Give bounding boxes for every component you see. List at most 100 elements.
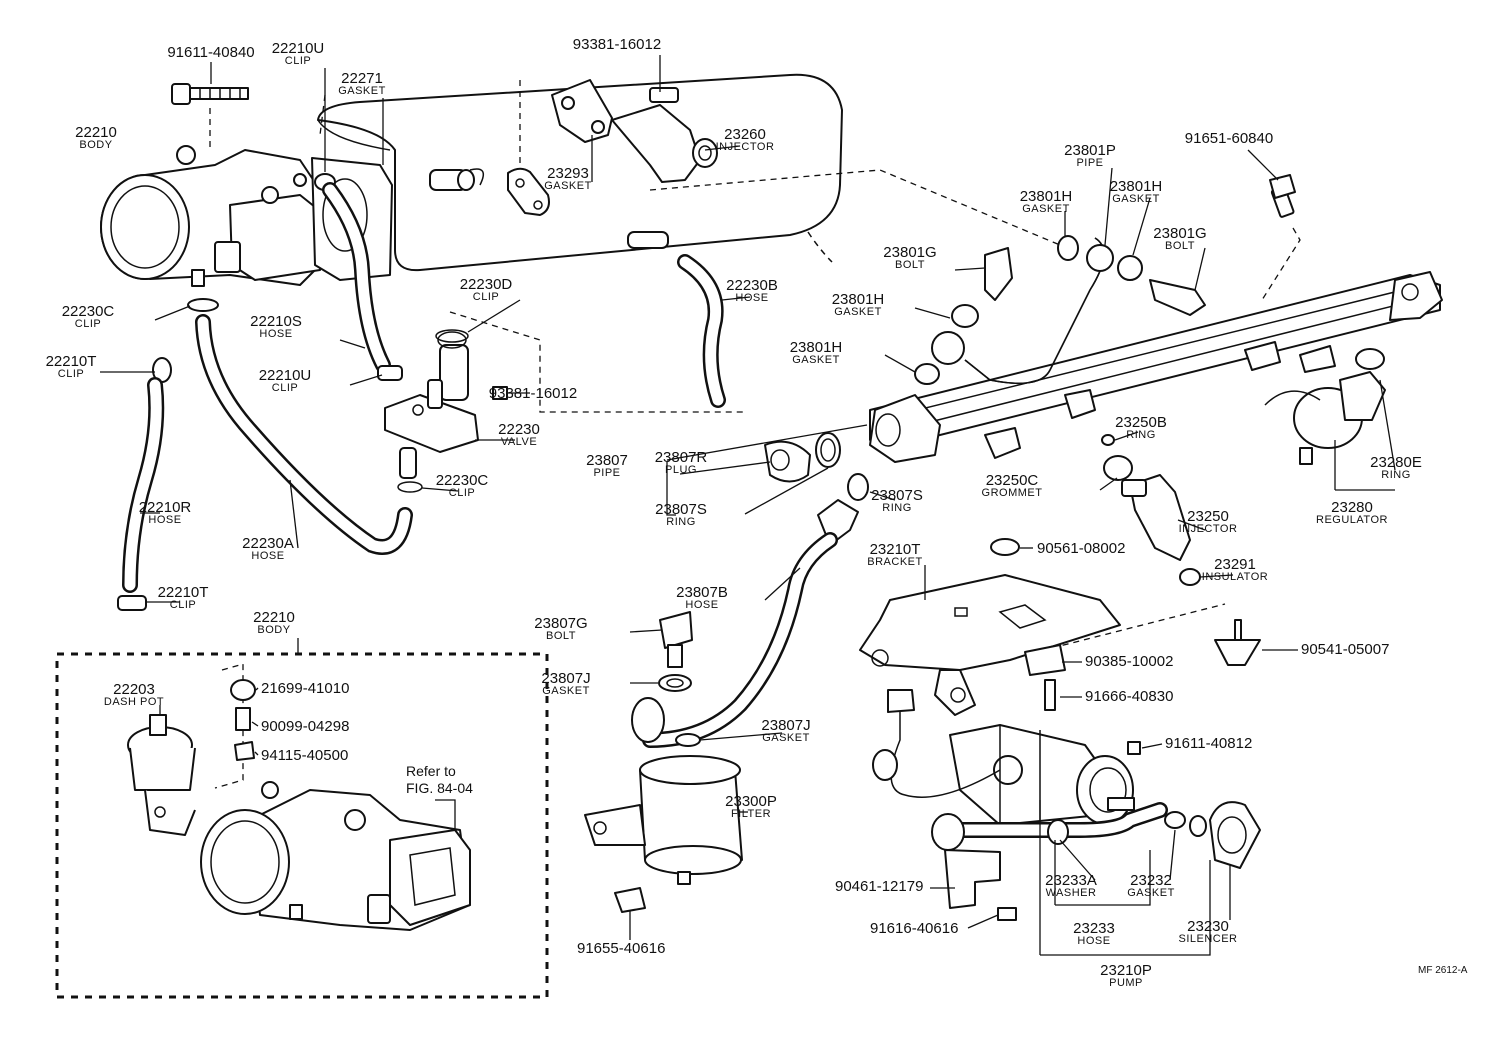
part-number: 22230A [242, 535, 294, 552]
fuel-pump [949, 724, 1135, 830]
air-valve [384, 331, 508, 479]
part-number: 23801G [883, 244, 936, 261]
part-name: CLIP [473, 291, 499, 303]
part-number: 23807S [655, 501, 707, 518]
part-number: 23230 [1187, 918, 1229, 935]
part-name: GASKET [792, 354, 840, 366]
inset-frame [55, 652, 549, 999]
part-number: 91611-40840 [167, 44, 254, 61]
part-number: 23801G [1153, 225, 1206, 242]
part-number: 23233A [1045, 872, 1097, 889]
part-number: 23807J [541, 670, 590, 687]
part-name: PIPE [593, 467, 620, 479]
fuel-injector [1101, 434, 1201, 586]
part-code-90099-04298: 90099-04298 [261, 718, 349, 735]
part-name: CLIP [75, 318, 101, 330]
part-name: RING [1126, 429, 1156, 441]
part-name: GASKET [834, 306, 882, 318]
part-number: 23807 [586, 452, 628, 469]
bolt-91611-40840 [171, 83, 249, 105]
part-name: CLIP [449, 487, 475, 499]
part-code-91666-40830: 91666-40830 [1085, 688, 1173, 705]
part-code-90461-12179: 90461-12179 [835, 878, 923, 895]
part-name: INJECTOR [1179, 523, 1238, 535]
part-name: WASHER [1046, 887, 1097, 899]
part-number: 23801H [832, 291, 885, 308]
part-number: 23300P [725, 793, 777, 810]
dash-pot [127, 714, 196, 836]
part-number: 23210T [870, 541, 921, 558]
part-number: 22230D [460, 276, 513, 293]
part-name: PLUG [665, 464, 697, 476]
part-name: HOSE [685, 599, 718, 611]
part-number: 23807B [676, 584, 728, 601]
part-name: BODY [257, 624, 290, 636]
part-number: 23232 [1130, 872, 1172, 889]
part-name: HOSE [148, 514, 181, 526]
part-name: SILENCER [1178, 933, 1237, 945]
part-number: 23801H [790, 339, 843, 356]
part-code-91655-40616: 91655-40616 [577, 940, 665, 957]
part-name: CLIP [58, 368, 84, 380]
part-number: 23250 [1187, 508, 1229, 525]
part-name: GASKET [544, 180, 592, 192]
part-number: 93381-16012 [573, 36, 661, 53]
part-name: GASKET [762, 732, 810, 744]
part-name: GASKET [1127, 887, 1175, 899]
part-number: 23807S [871, 487, 923, 504]
part-number: 23250B [1115, 414, 1167, 431]
part-number: 93381-16012 [489, 385, 577, 402]
throttle-body-top [100, 145, 326, 287]
part-name: FILTER [731, 808, 771, 820]
part-number: 22230B [726, 277, 778, 294]
part-name: VALVE [501, 436, 537, 448]
part-number: 23801H [1110, 178, 1163, 195]
part-number: 22230 [498, 421, 540, 438]
pressure-regulator [1264, 348, 1386, 465]
part-number: 22210R [139, 499, 192, 516]
fuel-filter [584, 755, 743, 885]
part-name: CLIP [285, 55, 311, 67]
part-number: 23280 [1331, 499, 1373, 516]
part-name: HOSE [1077, 935, 1110, 947]
part-number: 23807G [534, 615, 587, 632]
part-name: HOSE [259, 328, 292, 340]
part-code-91611-40812: 91611-40812 [1165, 735, 1252, 752]
part-name: BRACKET [867, 556, 922, 568]
part-name: GROMMET [982, 487, 1043, 499]
refer-note: Refer to FIG. 84-04 [406, 763, 473, 796]
part-name: HOSE [735, 292, 768, 304]
part-number: 23233 [1073, 920, 1115, 937]
part-name: CLIP [272, 382, 298, 394]
part-name: RING [1381, 469, 1411, 481]
part-code-94115-40500: 94115-40500 [261, 747, 348, 764]
